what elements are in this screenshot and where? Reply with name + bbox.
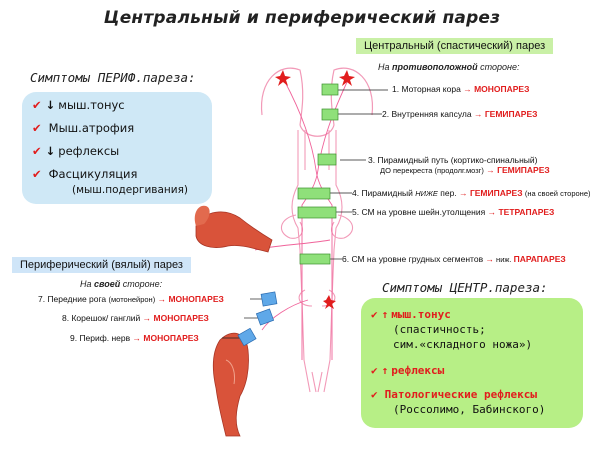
central-symptom-3-sub1: (Россолимо, Бабинского) <box>393 403 546 416</box>
perif-symptom-note: (мыш.подергивания) <box>72 184 188 196</box>
level-3: 3. Пирамидный путь (кортико-спинальный) … <box>368 155 550 175</box>
level-4: 4. Пирамидный НИЖЕ пер. → ГЕМИПАРЕЗ (на … <box>352 188 591 198</box>
central-symptom-2: ✔↑рефлексы <box>371 364 445 377</box>
leader-lines <box>222 89 388 339</box>
check-icon: ✔ <box>371 388 378 401</box>
level-7: 7. Передние рога (мотонейрон) → МОНОПАРЕ… <box>38 294 224 304</box>
check-icon: ✔ <box>32 167 42 181</box>
check-icon: ✔ <box>371 364 378 377</box>
check-icon: ✔ <box>32 98 42 112</box>
level-9: 9. Периф. нерв → МОНОПАРЕЗ <box>70 333 199 343</box>
perif-symptom-2: ✔Мыш.атрофия <box>32 121 135 135</box>
neuron-markers <box>275 70 355 309</box>
central-symptom-1-sub1: (спастичность; <box>393 323 486 336</box>
central-symptoms-box: ✔↑мыш.тонус (спастичность; сим.«складног… <box>361 298 583 428</box>
central-paresis-header: Центральный (спастический) парез <box>356 38 554 54</box>
central-symptom-3: ✔Патологические рефлексы <box>371 388 537 401</box>
central-symptom-1-sub2: сим.«складного ножа») <box>393 338 533 351</box>
central-level-markers <box>297 83 339 265</box>
level-2: 2. Внутренняя капсула → ГЕМИПАРЕЗ <box>382 109 538 119</box>
perif-side-note: На своей стороне: <box>80 279 163 289</box>
perif-symptoms-title: Симптомы ПЕРИФ.пареза: <box>30 70 196 85</box>
central-symptoms-title: Симптомы ЦЕНТР.пареза: <box>382 280 548 295</box>
perif-symptom-1: ✔↓мыш.тонус <box>32 98 125 112</box>
perif-symptoms-box: ✔↓мыш.тонус ✔Мыш.атрофия ✔↓рефлексы ✔Фас… <box>22 92 212 204</box>
level-6: 6. СМ на уровне грудных сегментов → ниж.… <box>342 254 566 264</box>
perif-symptom-3: ✔↓рефлексы <box>32 144 120 158</box>
check-icon: ✔ <box>32 121 42 135</box>
level-8: 8. Корешок/ ганглий → МОНОПАРЕЗ <box>62 313 209 323</box>
page-title: Центральный и периферический парез <box>103 8 501 28</box>
arm-illustration <box>194 205 273 253</box>
check-icon: ✔ <box>32 144 42 158</box>
central-side-note: На противоположной стороне: <box>378 62 520 72</box>
perif-level-markers <box>237 291 278 347</box>
level-1: 1. Моторная кора → МОНОПАРЕЗ <box>392 84 530 94</box>
perif-paresis-header: Периферический (вялый) парез <box>12 257 191 273</box>
central-symptom-1: ✔↑мыш.тонус <box>371 308 451 321</box>
level-5: 5. СМ на уровне шейн.утолщения → ТЕТРАПА… <box>352 207 555 217</box>
perif-symptom-4: ✔Фасцикуляция <box>32 167 138 181</box>
check-icon: ✔ <box>371 308 378 321</box>
leg-illustration <box>212 332 249 437</box>
spinal-cord <box>280 130 354 393</box>
